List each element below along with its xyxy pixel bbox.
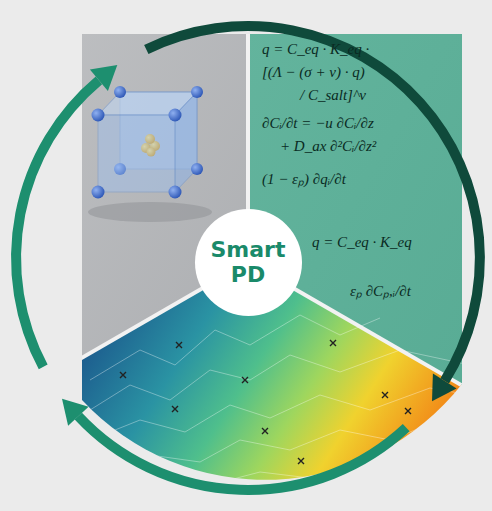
center-title: Smart PD bbox=[211, 237, 286, 288]
equation-line: [(Λ − (σ + ν) · q) bbox=[262, 63, 365, 81]
equation-line: q = C_eq · K_eq · bbox=[262, 40, 369, 58]
arrow-head bbox=[62, 399, 89, 426]
lattice-cube bbox=[88, 86, 212, 222]
cycle-arc bbox=[16, 80, 99, 367]
equation-line: q = C_eq · K_eq bbox=[312, 233, 412, 251]
cycle-arc bbox=[78, 416, 406, 490]
equation-line: ∂Cᵢ/∂t = −u ∂Cᵢ/∂z bbox=[262, 114, 374, 132]
cycle-arrows bbox=[16, 26, 480, 490]
arrow-head bbox=[432, 374, 457, 402]
equation-line: (1 − εₚ) ∂qᵢ/∂t bbox=[262, 170, 346, 188]
cycle-arc bbox=[146, 26, 480, 381]
sample-markers bbox=[120, 340, 411, 464]
arrow-head bbox=[90, 65, 117, 91]
equation-line: + D_ax ∂²Cᵢ/∂z² bbox=[280, 137, 376, 155]
equation-line: εₚ ∂Cₚ,ᵢ/∂t bbox=[350, 282, 411, 300]
center-circle: Smart PD bbox=[195, 209, 302, 316]
equation-line: / C_salt]^ν bbox=[300, 86, 366, 104]
